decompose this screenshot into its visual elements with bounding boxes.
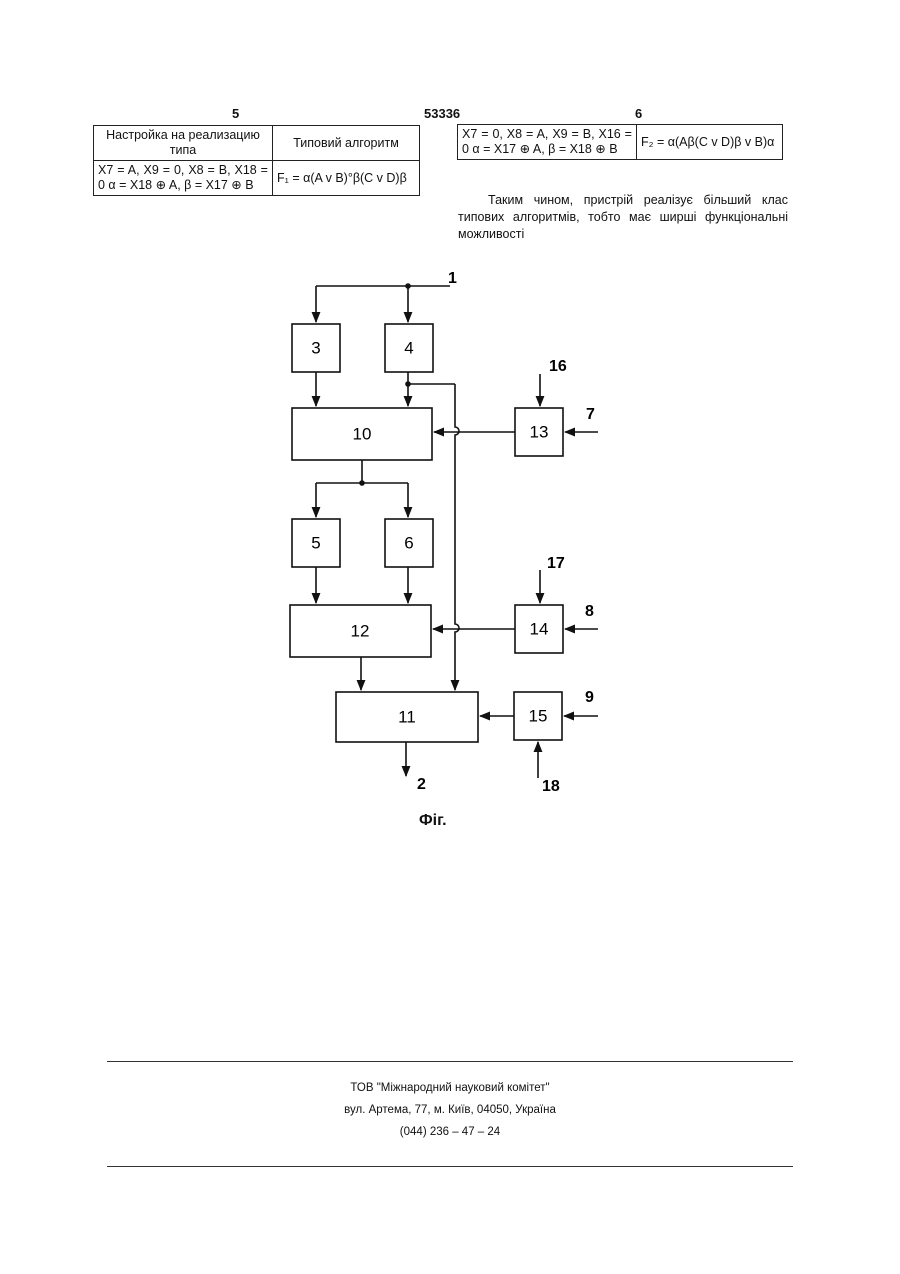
footer-company: ТОВ "Міжнародний науковий комітет" <box>0 1082 900 1094</box>
block-label: 5 <box>311 534 320 553</box>
footer-address: вул. Артема, 77, м. Київ, 04050, Україна <box>0 1104 900 1116</box>
block-label: 12 <box>351 622 370 641</box>
port-label: 17 <box>547 555 565 572</box>
block-label: 10 <box>353 425 372 444</box>
port-label: 1 <box>448 270 457 287</box>
footer-phone: (044) 236 – 47 – 24 <box>0 1126 900 1138</box>
port-label: 18 <box>542 778 560 795</box>
port-label: 16 <box>549 358 567 375</box>
footer-divider-bottom <box>107 1166 793 1167</box>
junction-dot <box>405 283 411 289</box>
port-label: 7 <box>586 406 595 423</box>
block-label: 13 <box>530 423 549 442</box>
figure-caption: Фіг. <box>419 812 447 830</box>
block-label: 3 <box>311 339 320 358</box>
block-diagram: 3 4 10 13 5 6 12 14 11 15 1 16 7 17 8 9 … <box>0 0 900 860</box>
block-label: 4 <box>404 339 413 358</box>
wire-4-to-11 <box>455 384 459 690</box>
port-label: 9 <box>585 689 594 706</box>
block-label: 15 <box>529 707 548 726</box>
port-label: 8 <box>585 603 594 620</box>
port-label: 2 <box>417 776 426 793</box>
block-label: 6 <box>404 534 413 553</box>
block-label: 11 <box>398 708 416 727</box>
footer-divider-top <box>107 1061 793 1062</box>
block-label: 14 <box>530 620 549 639</box>
